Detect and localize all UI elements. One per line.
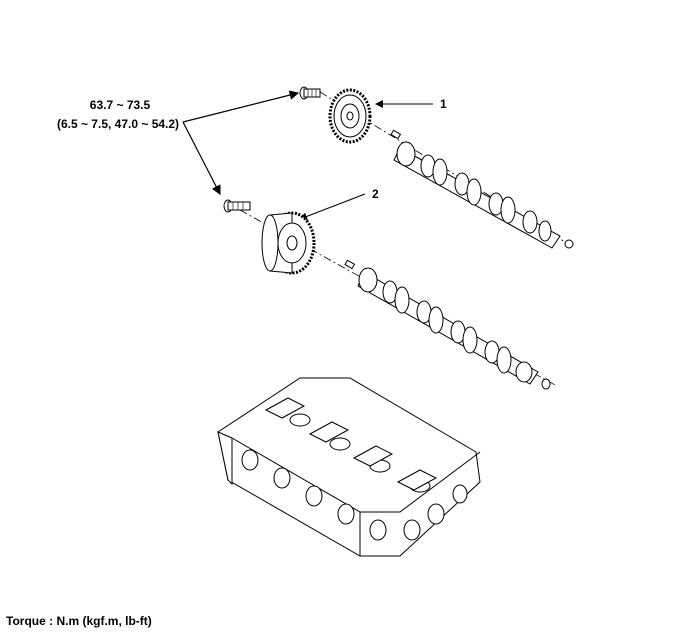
exhaust-camshaft — [344, 259, 551, 390]
torque-units-note: Torque : N.m (kgf.m, lb-ft) — [6, 614, 152, 628]
cylinder-head — [217, 377, 481, 557]
torque-value-alt-units: (6.5 ~ 7.5, 47.0 ~ 54.2) — [56, 117, 180, 131]
torque-value-nm: 63.7 ~ 73.5 — [89, 98, 151, 112]
intake-camshaft — [390, 129, 574, 249]
upper-bolt — [299, 86, 321, 100]
torque-leader-lines — [182, 90, 300, 196]
intake-camshaft-sprocket — [328, 88, 372, 144]
callout-1: 1 — [440, 97, 447, 111]
callout-leaders — [299, 100, 433, 221]
callout-2: 2 — [372, 187, 379, 201]
exhaust-camshaft-sprocket — [261, 211, 316, 275]
lower-bolt — [223, 199, 251, 213]
